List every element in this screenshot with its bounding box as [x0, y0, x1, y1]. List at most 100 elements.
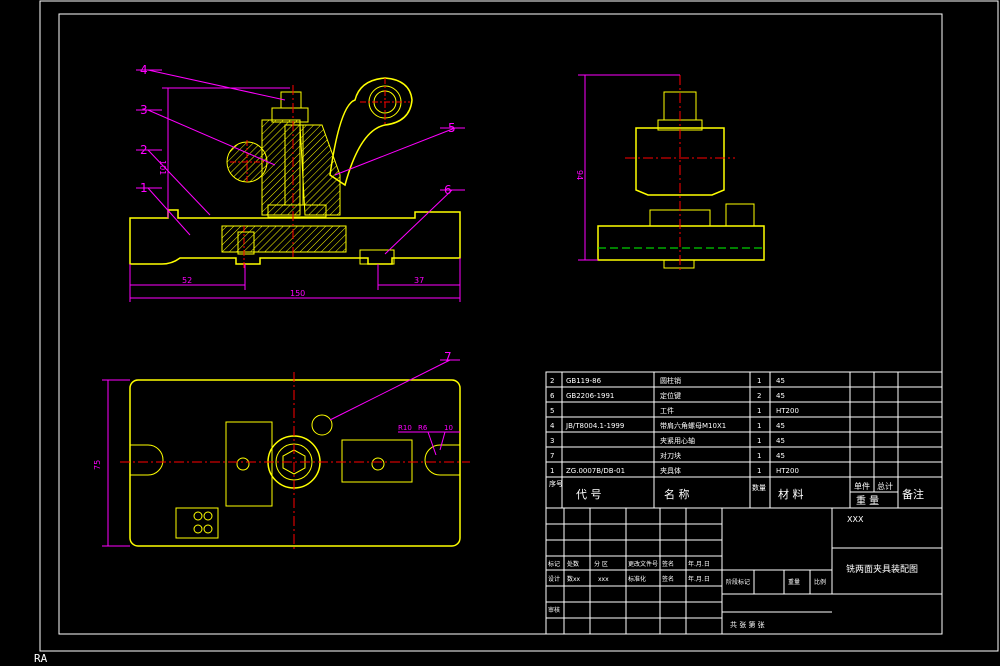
side-key	[663, 259, 695, 269]
side-base	[597, 225, 765, 261]
label-weight: 重量	[788, 578, 800, 586]
top-pin	[236, 457, 250, 471]
top-key-block	[175, 507, 219, 539]
side-view: 94	[575, 74, 765, 270]
header-weight-total: 总计	[877, 481, 893, 491]
top-slot-right	[424, 444, 460, 476]
bom-cell-material: 45	[776, 437, 785, 445]
top-nut-hex	[282, 449, 306, 475]
label-zone: 分 区	[594, 560, 608, 568]
bom-cell-no: 7	[550, 452, 554, 460]
top-clamp	[341, 439, 413, 483]
header-no: 序号	[549, 479, 563, 488]
label-date2: 年.月.日	[688, 575, 710, 583]
bom-cell-name: 定位键	[660, 391, 681, 400]
top-slot-left	[130, 444, 164, 476]
bom-cell-qty: 2	[757, 392, 761, 400]
header-weight-unit: 单件	[854, 481, 870, 491]
title-block-text: XXX 铣两面夹具装配图 标记 处数 分 区 更改文件号 签名 年.月.日 设计…	[548, 515, 918, 629]
bom-cell-qty: 1	[757, 452, 761, 460]
label-stage: 阶段标记	[726, 578, 750, 586]
dim-left-label: 52	[182, 276, 192, 285]
leader-3	[147, 109, 276, 166]
bom-cell-qty: 1	[757, 407, 761, 415]
leader-2	[147, 149, 211, 216]
label-design: 设计	[548, 575, 560, 583]
bom-cell-material: HT200	[776, 467, 799, 475]
bom-cell-qty: 1	[757, 377, 761, 385]
school-name: XXX	[847, 515, 864, 524]
header-remark: 备注	[902, 487, 924, 501]
balloon-7: 7	[444, 350, 452, 364]
top-dim-r10: R10	[398, 424, 412, 432]
clamp-section	[299, 124, 341, 216]
inner-border	[58, 13, 943, 635]
bom-cell-material: 45	[776, 422, 785, 430]
side-setting-block	[725, 203, 755, 227]
bom-cell-qty: 1	[757, 422, 761, 430]
section-hatch	[221, 225, 347, 253]
label-scale: 比例	[814, 578, 826, 586]
side-workpiece	[635, 127, 725, 196]
mandrel-top	[280, 91, 302, 109]
bom-cell-name: 夹紧用心轴	[660, 436, 695, 445]
label-sign: 签名	[662, 560, 674, 568]
label-change: 更改文件号	[628, 560, 658, 568]
bom-cell-code: JB/T8004.1-1999	[565, 422, 624, 430]
leader-1	[147, 187, 191, 236]
top-body	[129, 379, 461, 547]
bom-cell-name: 夹具体	[660, 466, 681, 475]
side-dim-height-label: 94	[575, 170, 584, 180]
dim-total-label: 150	[290, 289, 305, 298]
balloon-5: 5	[448, 121, 456, 135]
bom-cell-qty: 1	[757, 467, 761, 475]
balloon-3: 3	[140, 103, 148, 117]
drawing-title: 铣两面夹具装配图	[846, 563, 918, 575]
bom-header: 序号 代 号 名 称 数量 材 料 单件 总计 重 量 备注	[549, 479, 924, 507]
top-dim-height-label: 75	[93, 460, 102, 470]
outer-border	[39, 0, 999, 652]
bom-cell-no: 3	[550, 437, 554, 445]
top-setting-block	[311, 414, 333, 436]
bom-cell-name: 工件	[660, 406, 674, 415]
workpiece-lever	[329, 77, 413, 187]
title-block	[545, 507, 943, 635]
bom-cell-name: 带肩六角螺母M10X1	[660, 421, 726, 430]
header-code: 代 号	[576, 488, 602, 501]
bom-cell-material: HT200	[776, 407, 799, 415]
bom-cell-no: 6	[550, 392, 555, 400]
fixture-body	[129, 209, 461, 265]
bom-cell-no: 5	[550, 407, 554, 415]
sheet-count: 共 张 第 张	[730, 620, 765, 629]
front-view: 4 3 2 1 5 6 101 52 37 150	[129, 63, 465, 302]
bom-cell-qty: 1	[757, 437, 761, 445]
top-support	[225, 421, 273, 507]
header-name: 名 称	[664, 487, 690, 501]
header-qty: 数量	[752, 483, 766, 492]
leader-7	[329, 359, 451, 421]
label-review: 审核	[548, 606, 560, 614]
bom-cell-no: 4	[550, 422, 555, 430]
header-weight: 重 量	[856, 494, 879, 507]
balloon-1: 1	[140, 181, 148, 195]
bom-cell-name: 圆柱销	[660, 376, 681, 385]
balloon-2: 2	[140, 143, 148, 157]
design-misc: xxx	[598, 576, 609, 583]
leader-4	[147, 69, 286, 101]
bom-cell-no: 1	[550, 467, 554, 475]
balloon-4: 4	[140, 63, 148, 77]
top-hole	[371, 457, 385, 471]
label-date: 年.月.日	[688, 560, 710, 568]
label-count: 处数	[567, 560, 579, 568]
washer	[267, 204, 327, 218]
dim-right-label: 37	[414, 276, 424, 285]
dim-height-label: 101	[158, 160, 167, 175]
top-dim-r6: R6	[418, 424, 428, 432]
bom-cell-material: 45	[776, 377, 785, 385]
bom-cell-name: 对刀块	[660, 451, 681, 460]
leader-5	[334, 127, 456, 176]
corner-label: RA	[34, 652, 48, 665]
bom-cell-no: 2	[550, 377, 554, 385]
